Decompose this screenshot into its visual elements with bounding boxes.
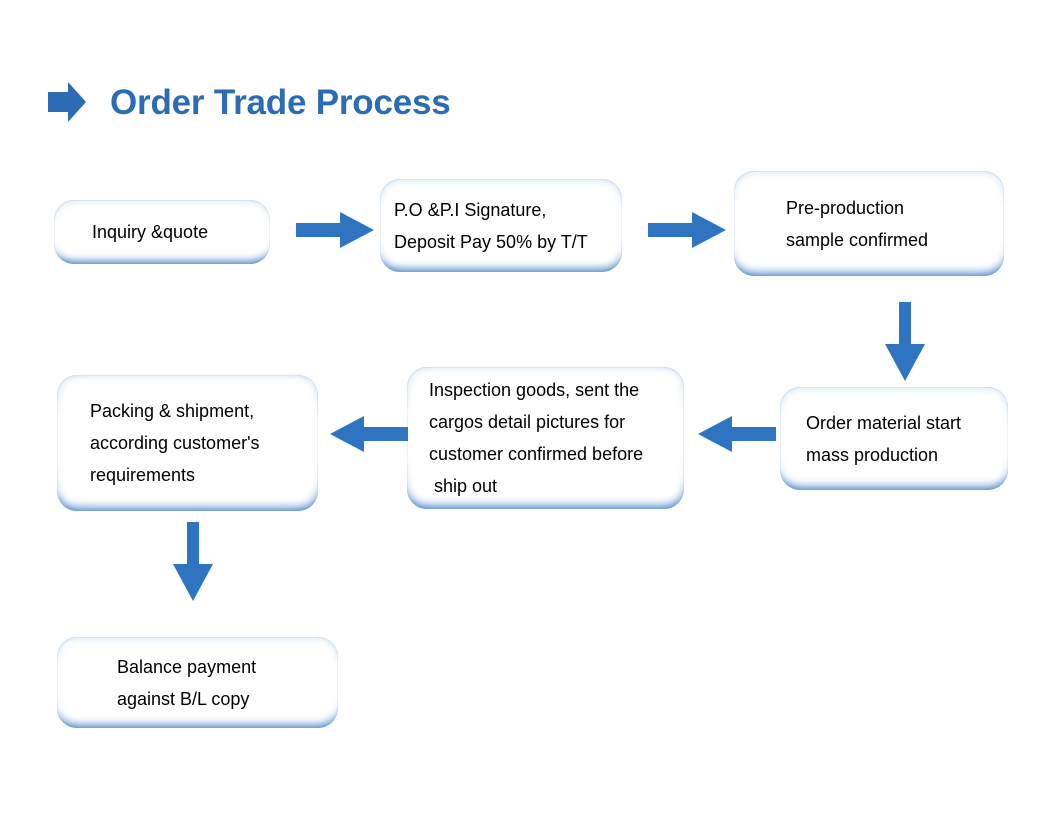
flow-node-line: Inspection goods, sent the [429, 380, 640, 400]
flow-node-inspection-goods[interactable]: Inspection goods, sent the cargos detail… [407, 367, 684, 509]
flow-node-inquiry-label: Inquiry &quote [54, 216, 270, 248]
flow-node-line: mass production [806, 444, 939, 465]
right-arrow-icon [48, 82, 86, 122]
page-title-text: Order Trade Process [110, 82, 451, 122]
flow-node-line: Packing & shipment, [90, 401, 255, 421]
flow-node-packing-shipment-label: Packing & shipment, according customer's… [57, 395, 318, 491]
arrow-right-icon [296, 212, 374, 248]
flow-node-line: P.O &P.I Signature, [394, 199, 547, 220]
flow-node-order-material-label: Order material start mass production [780, 407, 1008, 471]
flow-node-line: Order material start [806, 412, 962, 433]
flow-node-order-material[interactable]: Order material start mass production [780, 387, 1008, 490]
flow-node-line: Inquiry &quote [92, 222, 209, 242]
flow-node-inquiry[interactable]: Inquiry &quote [54, 200, 270, 264]
flow-node-line: sample confirmed [786, 229, 929, 250]
flow-node-po-pi-signature[interactable]: P.O &P.I Signature, Deposit Pay 50% by T… [380, 179, 622, 272]
flow-node-balance-payment[interactable]: Balance payment against B/L copy [57, 637, 338, 728]
flow-node-po-pi-signature-label: P.O &P.I Signature, Deposit Pay 50% by T… [380, 194, 622, 258]
flow-node-line: Deposit Pay 50% by T/T [394, 231, 588, 252]
flow-node-line: requirements [90, 465, 196, 485]
flow-node-line: according customer's [90, 433, 260, 453]
flow-node-inspection-goods-label: Inspection goods, sent the cargos detail… [407, 374, 684, 502]
flow-node-pre-production-sample-label: Pre-production sample confirmed [734, 192, 1004, 256]
arrow-left-icon [330, 416, 408, 452]
flow-node-line: Balance payment [117, 656, 257, 677]
arrow-down-icon [885, 302, 925, 381]
flow-node-line: customer confirmed before [429, 444, 644, 464]
flow-node-balance-payment-label: Balance payment against B/L copy [57, 651, 338, 715]
arrow-left-icon [698, 416, 776, 452]
page-title: Order Trade Process [46, 72, 451, 132]
flow-node-packing-shipment[interactable]: Packing & shipment, according customer's… [57, 375, 318, 511]
flow-node-line: cargos detail pictures for [429, 412, 626, 432]
arrow-down-icon [173, 522, 213, 601]
flow-node-pre-production-sample[interactable]: Pre-production sample confirmed [734, 171, 1004, 276]
flow-node-line: against B/L copy [117, 688, 250, 709]
flow-node-line: ship out [429, 476, 498, 496]
arrow-right-icon [648, 212, 726, 248]
flow-node-line: Pre-production [786, 197, 905, 218]
